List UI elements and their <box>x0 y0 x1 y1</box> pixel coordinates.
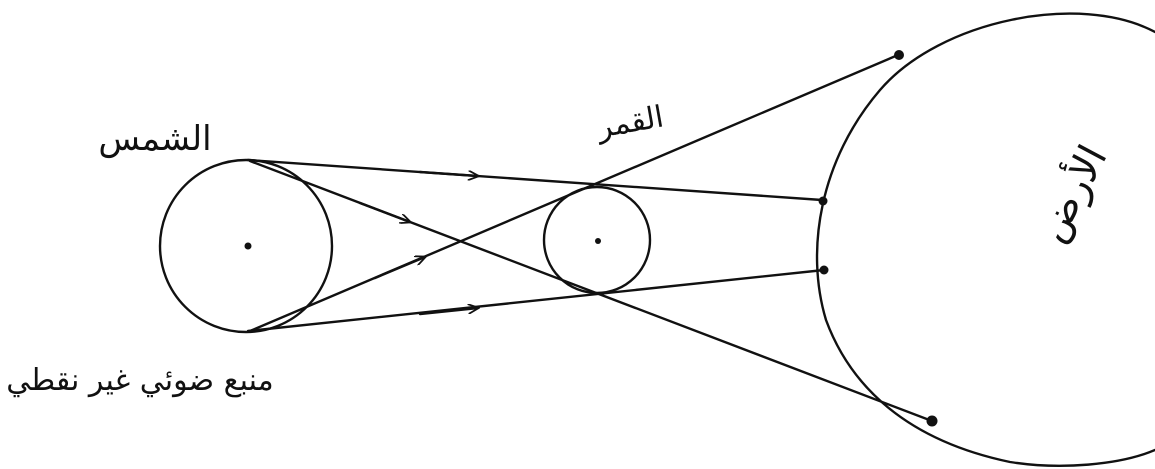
sun-label: الشمس <box>98 119 211 159</box>
ray-cross-down <box>248 159 934 423</box>
ray-arrow-top <box>418 172 478 176</box>
earth-point-bottom <box>926 415 938 427</box>
sun-circle <box>158 158 334 334</box>
sun-center-dot <box>244 242 252 250</box>
earth-point-top <box>894 50 904 60</box>
earth-point-lower-mid <box>819 265 829 275</box>
moon-center-dot <box>595 238 601 244</box>
ray-arrow-cross-up <box>373 257 425 280</box>
ray-top-to-earth <box>246 158 824 202</box>
earth-circle <box>815 12 1155 467</box>
light-source-label: منبع ضوئي غير نقطي <box>6 363 274 398</box>
moon-label: القمر <box>593 99 667 145</box>
earth-label: الأرض <box>1026 137 1117 250</box>
ray-arrow-cross-down <box>358 201 410 222</box>
ray-bottom-to-earth <box>246 268 826 333</box>
ray-cross-up <box>248 53 900 333</box>
earth-point-upper-mid <box>818 196 828 206</box>
ray-arrow-bottom <box>418 308 478 316</box>
